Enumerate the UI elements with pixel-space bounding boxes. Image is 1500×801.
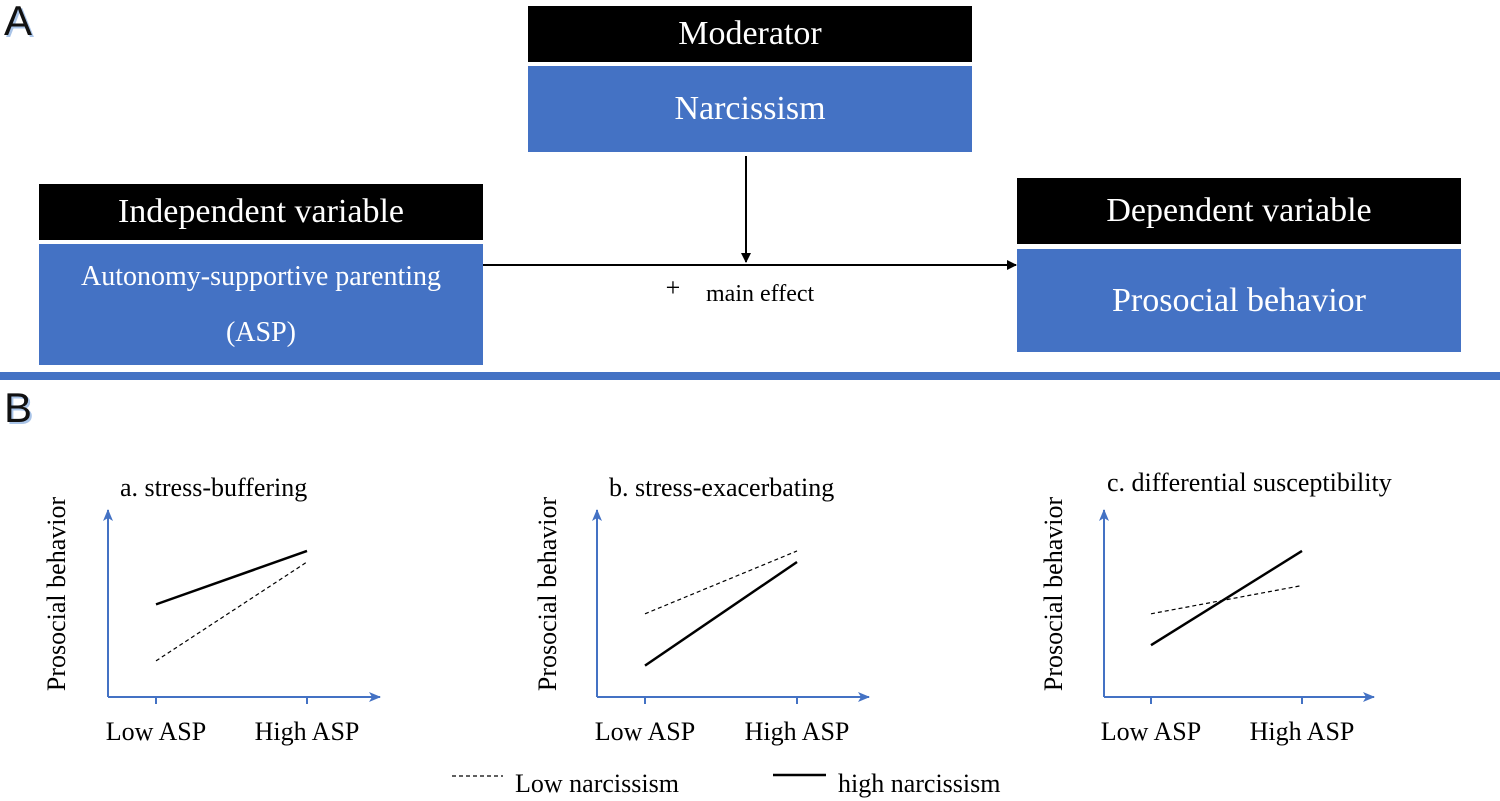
- dependent-heading-box: Dependent variable: [1017, 178, 1461, 244]
- x-tick-label: Low ASP: [595, 717, 695, 746]
- interaction-charts: Low ASP High ASP a. stress-bufferingProsoc…: [42, 468, 1392, 746]
- y-axis-label: Prosocial behavior: [533, 497, 562, 692]
- legend-solid-label: high narcissism: [838, 769, 1001, 798]
- main-effect-sign: +: [666, 273, 681, 302]
- chart-title: a. stress-buffering: [120, 473, 307, 502]
- chart-title: c. differential susceptibility: [1107, 468, 1392, 497]
- independent-heading-box: Independent variable: [39, 184, 483, 240]
- x-tick-label: High ASP: [745, 717, 850, 746]
- dependent-box: Prosocial behavior: [1017, 249, 1461, 352]
- x-tick-label: Low ASP: [106, 717, 206, 746]
- main-effect-label: main effect: [706, 281, 814, 307]
- moderator-heading: Moderator: [678, 15, 822, 52]
- series-line-low-narcissism: [155, 561, 308, 662]
- independent-label-line1: Autonomy-supportive parenting: [80, 260, 442, 292]
- series-line-high-narcissism: [155, 549, 308, 606]
- x-tick-label: Low ASP: [1101, 717, 1201, 746]
- series-line-low-narcissism: [1150, 584, 1303, 615]
- y-axis-label: Prosocial behavior: [1039, 497, 1068, 692]
- moderator-heading-box: Moderator: [528, 6, 972, 62]
- chart-2: Low ASP High ASP b. stress-exacerbatingPro…: [533, 473, 870, 746]
- independent-box: Autonomy-supportive parenting (ASP): [39, 244, 483, 365]
- chart-title: b. stress-exacerbating: [609, 473, 834, 502]
- panel-a-letter: A: [4, 0, 33, 44]
- legend-dashed-label: Low narcissism: [515, 769, 679, 798]
- panel-divider: [0, 372, 1500, 380]
- x-tick-label: High ASP: [1250, 717, 1355, 746]
- independent-heading: Independent variable: [117, 193, 405, 230]
- panel-b-letter: B: [4, 384, 33, 431]
- dependent-heading: Dependent variable: [1106, 192, 1372, 229]
- dependent-label: Prosocial behavior: [1112, 281, 1366, 319]
- series-line-high-narcissism: [1150, 549, 1303, 647]
- x-tick-label: High ASP: [255, 717, 360, 746]
- moderator-label: Narcissism: [674, 90, 826, 127]
- series-line-high-narcissism: [644, 560, 798, 667]
- series-line-low-narcissism: [644, 550, 798, 615]
- independent-label-line2: (ASP): [225, 316, 296, 348]
- chart-3: Low ASP High ASP c. differential susceptib…: [1039, 468, 1392, 746]
- chart-1: Low ASP High ASP a. stress-bufferingProsoc…: [42, 473, 381, 746]
- y-axis-label: Prosocial behavior: [42, 497, 71, 692]
- moderator-box: Narcissism: [528, 66, 972, 152]
